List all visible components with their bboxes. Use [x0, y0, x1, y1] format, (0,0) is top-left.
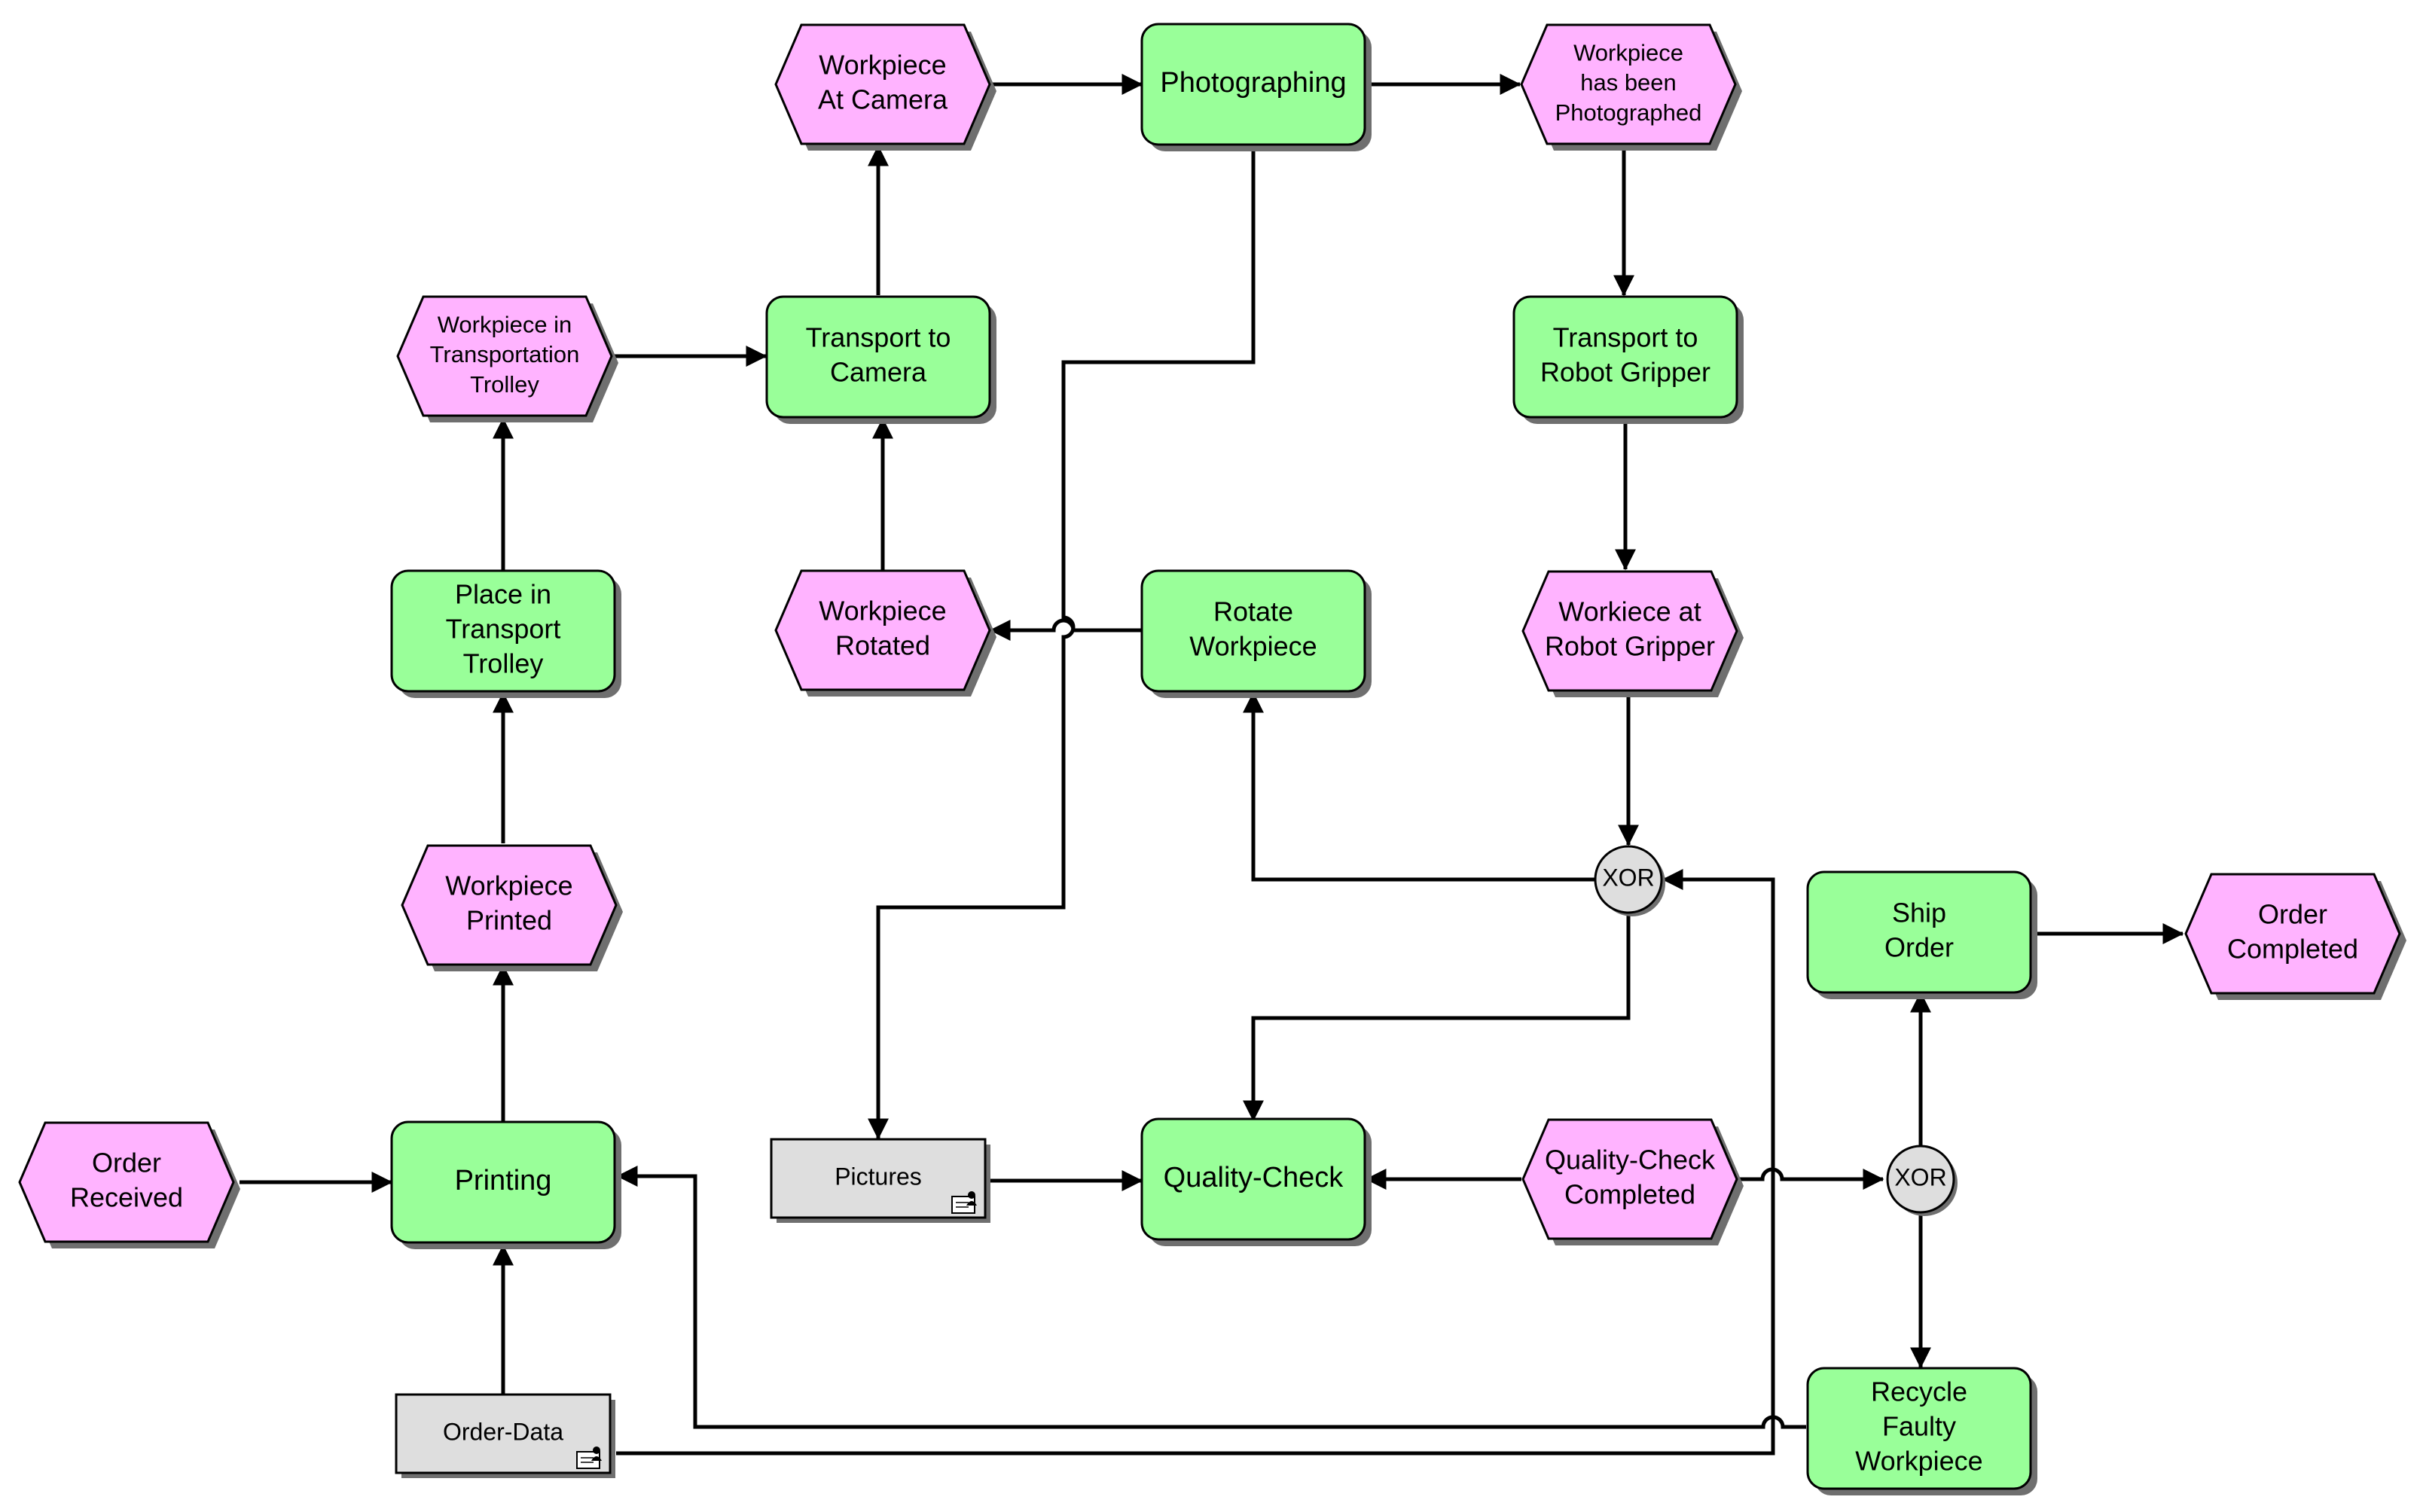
node-workpiece-at-camera: Workpiece At Camera: [774, 23, 996, 151]
node-label-line: Recycle: [1871, 1376, 1967, 1407]
node-label-line: Workpiece: [1855, 1446, 1982, 1477]
node-label-line: Workpiece in: [438, 312, 572, 338]
node-label-line: Received: [70, 1182, 183, 1213]
node-label-line: Transport to: [1553, 322, 1698, 352]
node-label-line: Photographing: [1160, 67, 1346, 99]
edge-rotate-to-rotated: [989, 618, 1142, 641]
function-box: [1140, 569, 1366, 693]
xor-connector-circle: [1594, 845, 1663, 914]
document-icon: [576, 1446, 602, 1469]
information-object-box: [770, 1138, 987, 1219]
node-photographing: Photographing: [1140, 23, 1372, 151]
edge-recycle-to-printing: [616, 1166, 1806, 1429]
node-xor-bottom: XOR: [1886, 1145, 1958, 1216]
node-label-line: Quality-Check: [1545, 1144, 1716, 1175]
node-label-line: Printing: [455, 1165, 552, 1196]
edge-xor-to-quality-check: [1243, 913, 1631, 1122]
node-label-line: Place in: [455, 578, 551, 609]
node-printing: Printing: [390, 1120, 621, 1249]
node-order-data: Order-Data: [395, 1393, 615, 1478]
node-label-line: Quality-Check: [1164, 1162, 1344, 1193]
node-label-line: Workpiece: [445, 870, 572, 901]
node-label-line: Trolley: [470, 371, 539, 398]
node-label-line: At Camera: [818, 84, 948, 115]
node-label-line: Workpiece: [1573, 40, 1683, 66]
node-label-line: Transport: [446, 614, 561, 645]
node-label-line: Completed: [2227, 934, 2358, 965]
function-box: [1140, 23, 1366, 146]
event-hexagon: [401, 844, 618, 966]
node-label-line: XOR: [1602, 864, 1654, 891]
process-nodes: OrderReceivedPrintingOrder-DataWorkpiece…: [18, 23, 2406, 1495]
node-pictures: Pictures: [770, 1138, 990, 1223]
node-label-line: Workiece at: [1558, 596, 1701, 626]
event-hexagon: [1520, 23, 1737, 145]
flow-connections: [240, 74, 2184, 1456]
function-box: [1806, 1367, 2032, 1490]
node-label-line: Rotate: [1213, 596, 1293, 626]
node-label-line: Workpiece: [1189, 631, 1317, 662]
node-label-line: Pictures: [835, 1163, 922, 1190]
node-transport-to-camera: Transport to Camera: [765, 295, 996, 424]
node-label-line: Printed: [466, 905, 552, 936]
node-label-line: Order: [2258, 898, 2327, 929]
function-box: [1140, 1117, 1366, 1241]
node-label-line: Robot Gripper: [1540, 357, 1710, 388]
node-label-line: Workpiece: [819, 49, 946, 80]
node-label-line: Camera: [830, 357, 927, 388]
node-quality-check: Quality-Check: [1140, 1117, 1372, 1246]
event-hexagon: [2184, 873, 2401, 995]
node-label-line: Order-Data: [443, 1418, 563, 1445]
edge-order-data-to-xor: [616, 869, 1775, 1456]
node-label-line: Photographed: [1555, 99, 1702, 126]
node-label-line: Robot Gripper: [1545, 631, 1715, 662]
node-label-line: Transport to: [806, 322, 951, 352]
event-hexagon: [1521, 570, 1738, 692]
node-transport-to-gripper: Transport to Robot Gripper: [1512, 295, 1744, 424]
event-hexagon: [774, 23, 991, 145]
node-workpiece-at-gripper: Workiece at Robot Gripper: [1521, 570, 1744, 697]
document-icon: [951, 1191, 977, 1214]
node-label-line: XOR: [1894, 1163, 1946, 1190]
function-box: [1512, 295, 1738, 419]
node-label-line: Order: [1884, 932, 1954, 963]
node-xor-top: XOR: [1594, 845, 1665, 916]
event-hexagon: [396, 295, 613, 417]
edge-xor-to-rotate: [1243, 691, 1595, 882]
event-hexagon: [1521, 1118, 1738, 1240]
node-label-line: Completed: [1564, 1179, 1695, 1210]
information-object-box: [395, 1393, 612, 1474]
node-label-line: Transportation: [430, 341, 580, 367]
xor-connector-circle: [1886, 1145, 1955, 1214]
function-box: [390, 1120, 616, 1244]
node-label-line: Trolley: [463, 648, 544, 679]
node-label-line: Workpiece: [819, 595, 946, 626]
event-hexagon: [18, 1121, 235, 1243]
function-box: [765, 295, 991, 419]
node-label-line: has been: [1580, 69, 1677, 96]
node-label-line: Order: [92, 1147, 161, 1178]
function-box: [1806, 870, 2032, 994]
edge-completed-to-xor-bottom: [1738, 1167, 1884, 1190]
node-label-line: Faulty: [1882, 1411, 1956, 1442]
event-hexagon: [774, 569, 991, 691]
node-label-line: Ship: [1892, 897, 1946, 928]
node-label-line: Rotated: [835, 630, 930, 661]
function-box: [390, 569, 616, 693]
